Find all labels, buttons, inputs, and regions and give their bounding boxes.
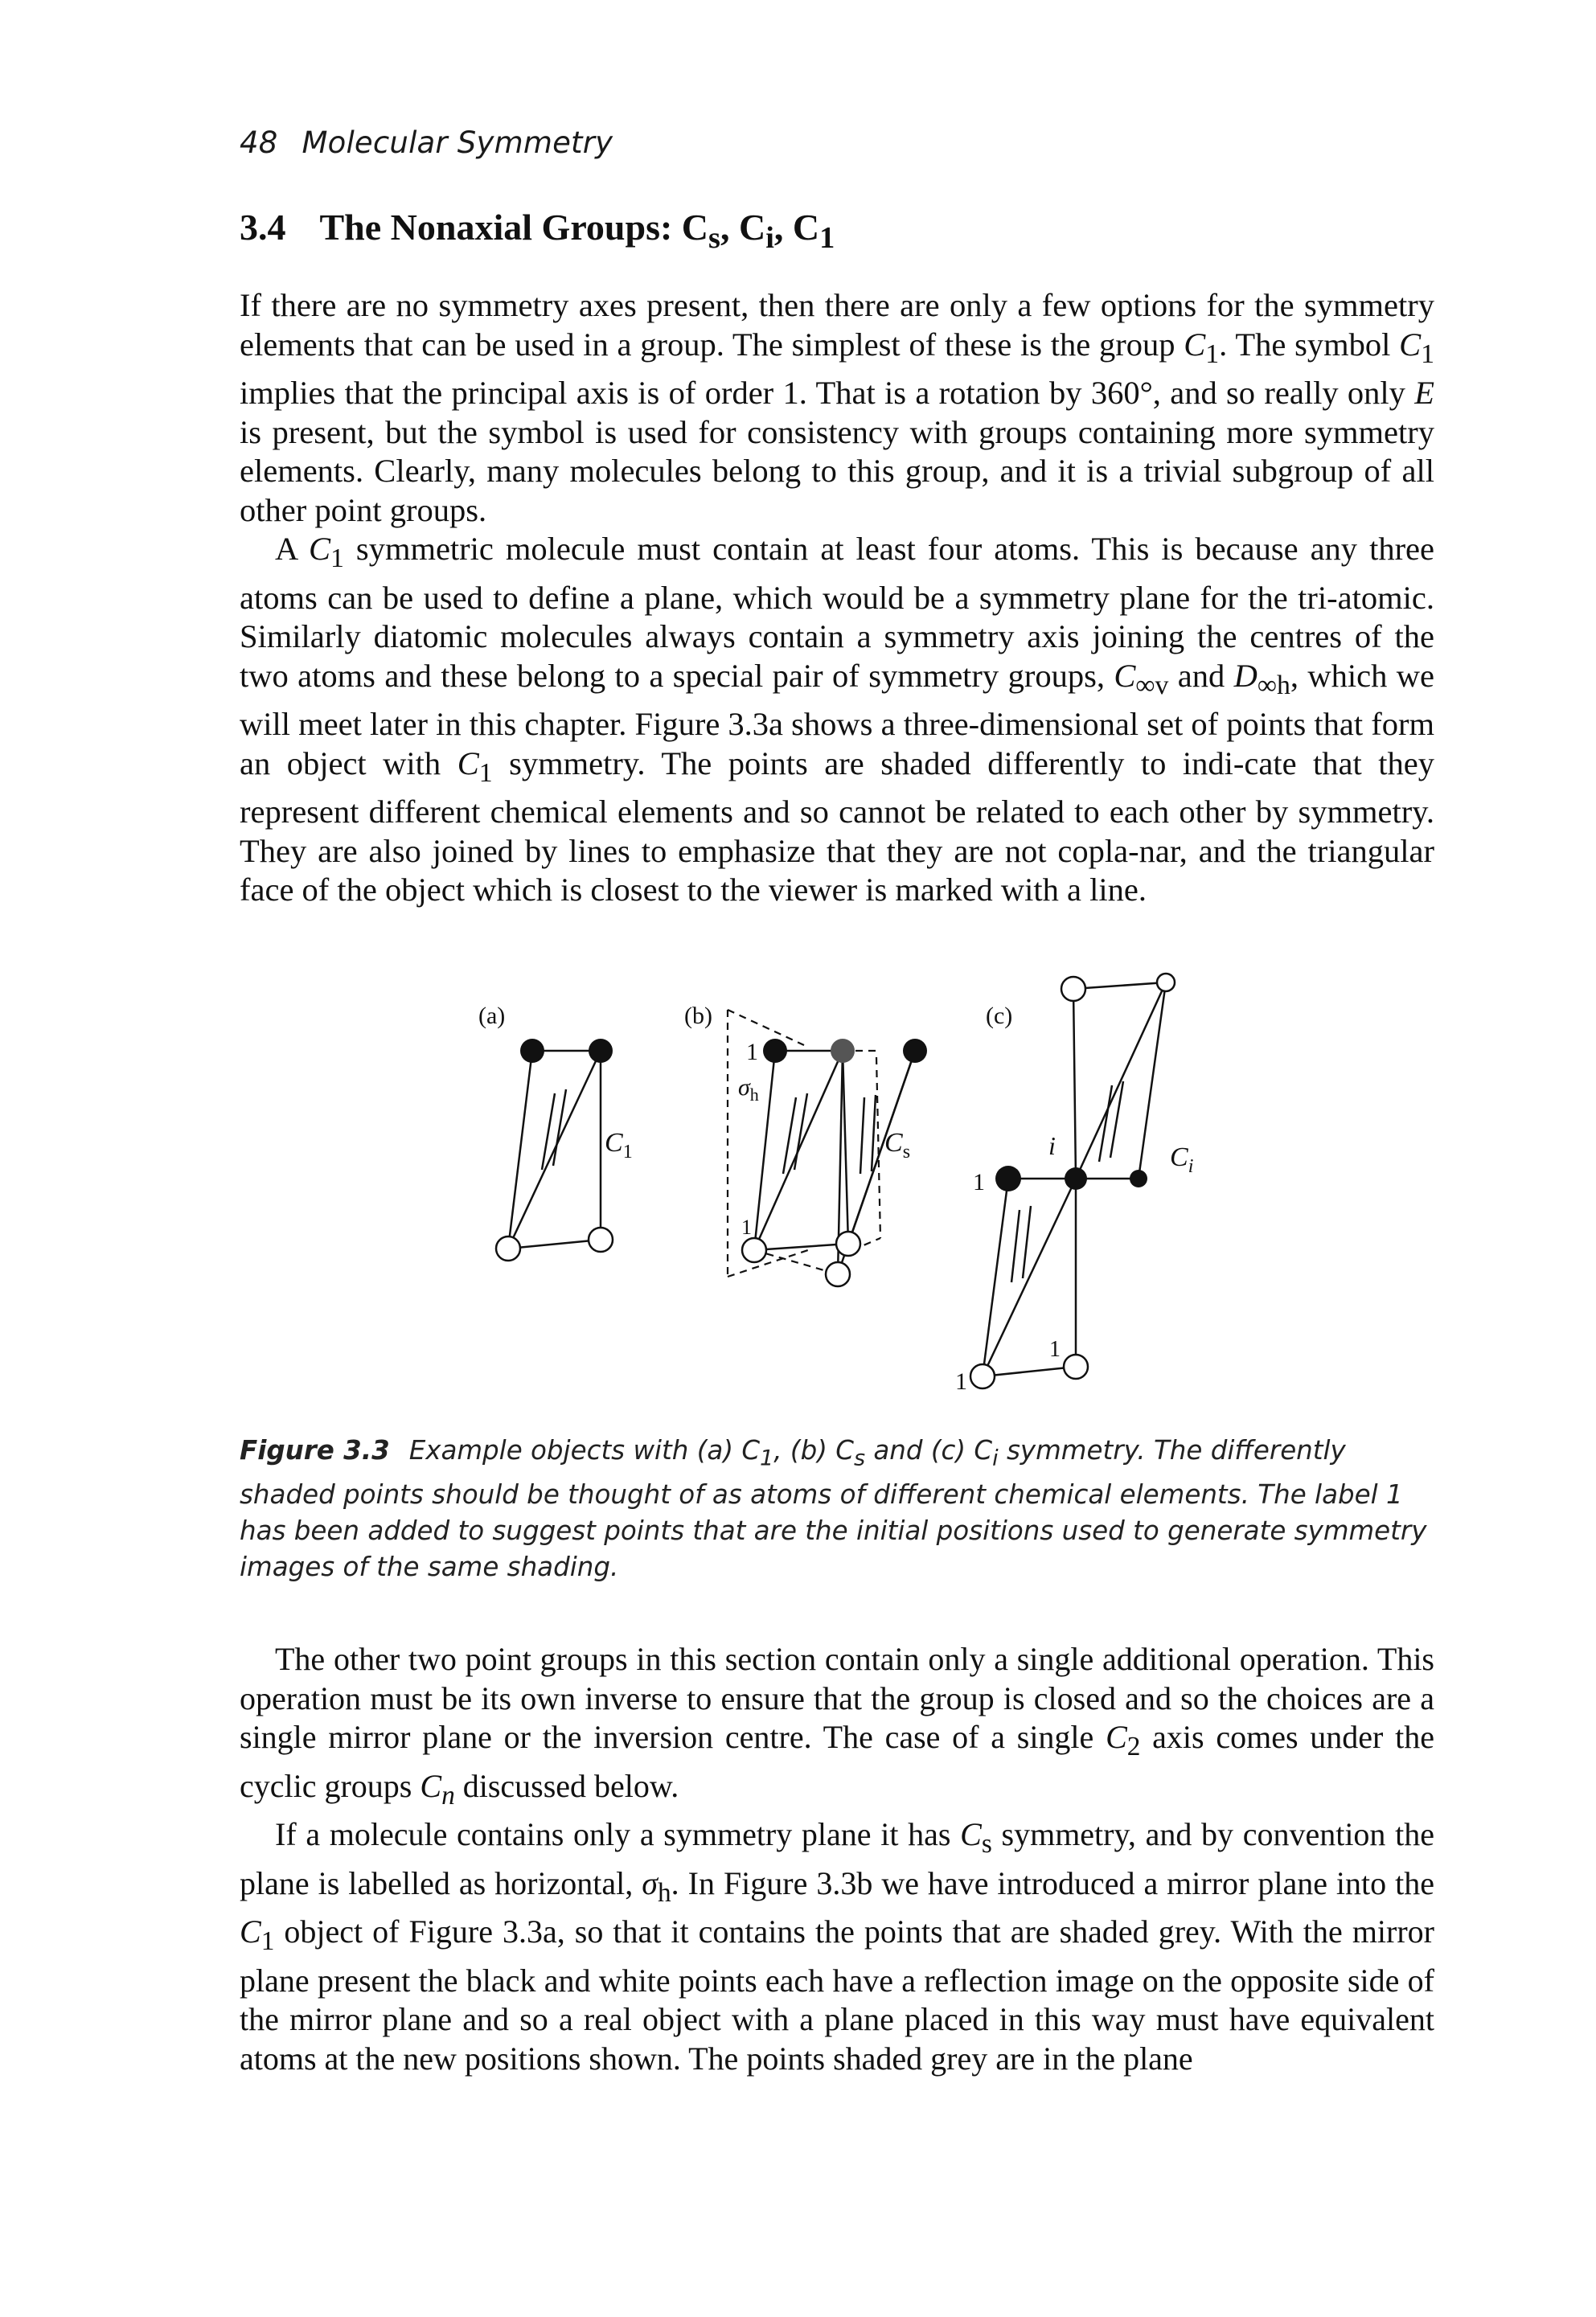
black-atom xyxy=(1130,1170,1147,1187)
edge xyxy=(981,1178,1077,1377)
panel-a: (a) C1 xyxy=(478,1003,633,1262)
white-atom xyxy=(1060,975,1087,1003)
panel-b-symmetry: Cs xyxy=(884,1128,910,1163)
edge xyxy=(753,1050,777,1251)
edge xyxy=(507,1050,534,1249)
edge xyxy=(982,1365,1077,1378)
black-atom xyxy=(903,1039,927,1063)
face-marker xyxy=(782,1097,798,1175)
grey-atom xyxy=(831,1039,855,1063)
white-atom xyxy=(1062,1353,1089,1380)
edge xyxy=(753,1249,839,1276)
face-marker xyxy=(1098,1085,1114,1163)
white-atom xyxy=(1155,972,1176,993)
panel-c-symmetry: Ci xyxy=(1170,1142,1193,1177)
mirror-plane-edge xyxy=(727,1009,805,1046)
face-marker xyxy=(1021,1205,1032,1279)
initial-point-marker: 1 xyxy=(955,1368,967,1395)
white-atom xyxy=(969,1363,996,1390)
face-marker xyxy=(1010,1209,1021,1283)
panel-c: (c) i 1 1 1 Ci xyxy=(955,972,1193,1395)
section-number: 3.4 xyxy=(240,207,286,248)
inversion-centre-label: i xyxy=(1048,1131,1056,1160)
face-marker xyxy=(1109,1081,1125,1158)
section-heading: 3.4 The Nonaxial Groups: Cs, Ci, C1 xyxy=(240,206,835,256)
initial-point-marker: 1 xyxy=(746,1039,758,1065)
panel-a-label: (a) xyxy=(478,1003,505,1029)
edge xyxy=(507,1050,602,1249)
section-title: The Nonaxial Groups: Cs, Ci, C1 xyxy=(319,207,835,256)
page-number: 48 xyxy=(240,125,278,160)
edge xyxy=(753,1242,849,1252)
paragraph: If there are no symmetry axes present, t… xyxy=(240,287,1435,528)
paragraph: The other two point groups in this secti… xyxy=(240,1641,1434,1811)
body-text-bottom: The other two point groups in this secti… xyxy=(240,1640,1434,2078)
edge xyxy=(1072,988,1077,1179)
mirror-plane-edge xyxy=(727,1249,809,1278)
running-title: Molecular Symmetry xyxy=(302,125,613,160)
white-atom xyxy=(824,1261,851,1288)
white-atom xyxy=(741,1236,768,1264)
caption-text: Example objects with (a) C1, (b) Cs and … xyxy=(240,1435,1427,1582)
caption-label: Figure 3.3 xyxy=(240,1435,390,1466)
face-marker xyxy=(870,1094,877,1172)
black-atom xyxy=(520,1039,544,1063)
edge xyxy=(1137,982,1167,1179)
white-atom xyxy=(494,1235,522,1262)
panel-a-symmetry: C1 xyxy=(605,1128,633,1163)
panel-c-label: (c) xyxy=(986,1003,1012,1029)
paragraph: A C1 symmetric molecule must contain at … xyxy=(240,531,1435,908)
initial-point-marker: 1 xyxy=(741,1216,752,1239)
black-atom xyxy=(589,1039,613,1063)
edge xyxy=(841,1050,850,1245)
running-head: 48 Molecular Symmetry xyxy=(240,125,613,160)
edge xyxy=(981,1178,1010,1377)
black-atom xyxy=(995,1166,1021,1191)
paragraph: If a molecule contains only a symmetry p… xyxy=(240,1816,1434,2077)
face-marker xyxy=(540,1093,556,1171)
face-marker xyxy=(552,1089,568,1167)
face-marker xyxy=(793,1093,809,1171)
edge xyxy=(507,1238,601,1250)
white-atom xyxy=(835,1230,862,1257)
white-atom xyxy=(587,1226,614,1253)
black-atom xyxy=(763,1039,787,1063)
edge xyxy=(1074,982,1167,1179)
initial-point-marker: 1 xyxy=(1049,1337,1061,1362)
mirror-plane-edge xyxy=(875,1056,882,1239)
inversion-centre-atom xyxy=(1065,1167,1087,1190)
body-text-top: If there are no symmetry axes present, t… xyxy=(240,286,1434,910)
initial-point-marker: 1 xyxy=(973,1169,985,1195)
figure-3-3: (a) C1 (b) xyxy=(478,972,1193,1395)
face-marker xyxy=(859,1097,866,1175)
panel-b: (b) xyxy=(684,1003,927,1288)
edge xyxy=(1073,981,1167,990)
panel-b-label: (b) xyxy=(684,1003,712,1029)
plane-label: σh xyxy=(738,1074,759,1105)
